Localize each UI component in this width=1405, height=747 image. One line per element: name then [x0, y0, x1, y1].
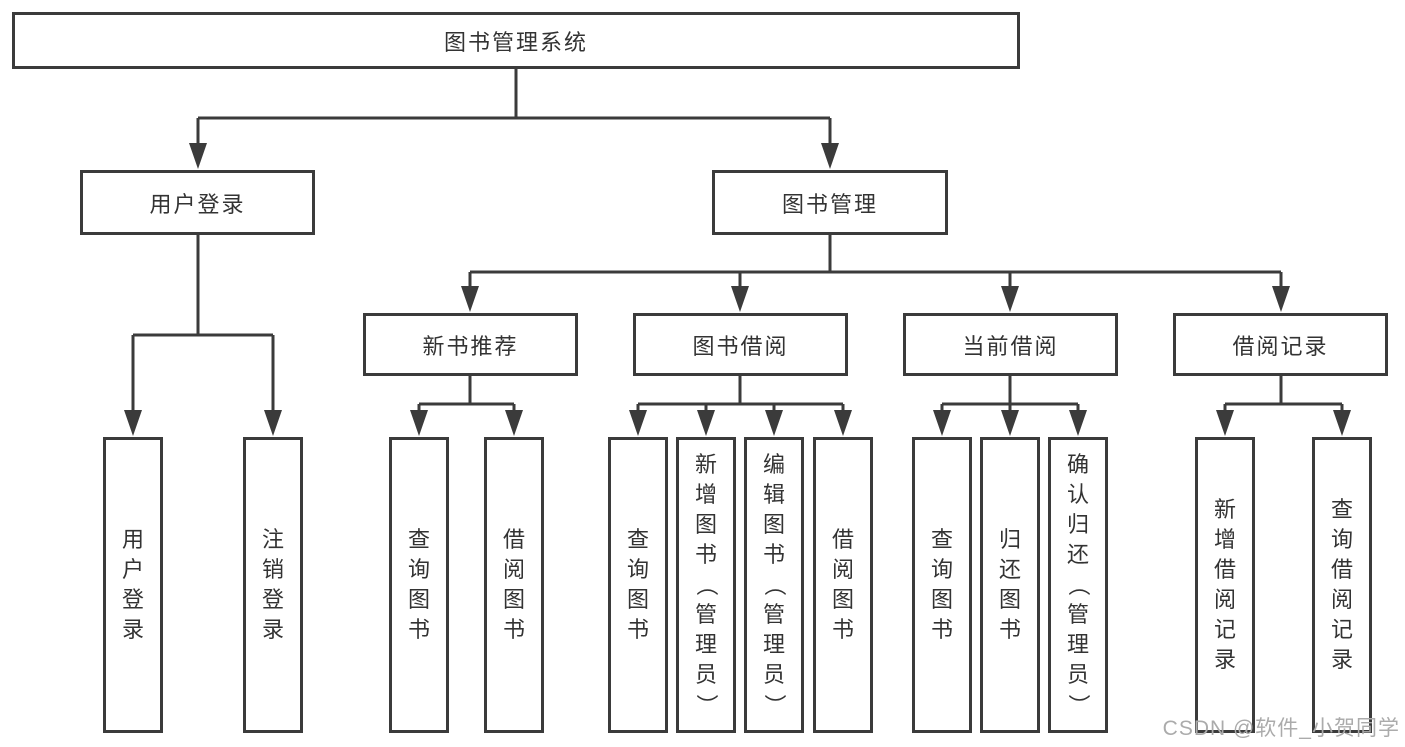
leaf-query-borrow-record-label: 查询借阅记录 [1330, 497, 1353, 672]
node-new-book-recommend-label: 新书推荐 [422, 333, 519, 359]
leaf-logout: 注销登录 [243, 437, 303, 733]
leaf-add-book-admin: 新增图书（管理员） [676, 437, 736, 733]
leaf-query-books-borrowing: 查询图书 [608, 437, 668, 733]
node-user-login-branch: 用户登录 [80, 170, 315, 235]
watermark-text: CSDN @软件_小贺同学 [1162, 717, 1400, 740]
leaf-confirm-return-admin: 确认归还（管理员） [1048, 437, 1108, 733]
node-new-book-recommend: 新书推荐 [363, 313, 578, 376]
node-book-management: 图书管理 [712, 170, 948, 235]
leaf-return-book: 归还图书 [980, 437, 1040, 733]
node-root: 图书管理系统 [12, 12, 1020, 69]
connector-path [131, 69, 1344, 413]
leaf-return-book-label: 归还图书 [998, 527, 1021, 642]
leaf-query-books-recommend: 查询图书 [389, 437, 449, 733]
leaf-query-books-recommend-label: 查询图书 [407, 527, 430, 642]
leaf-borrow-books-borrowing: 借阅图书 [813, 437, 873, 733]
leaf-borrow-books-recommend: 借阅图书 [484, 437, 544, 733]
arrowheads [124, 143, 1351, 436]
node-borrow-records: 借阅记录 [1173, 313, 1388, 376]
node-book-borrowing-label: 图书借阅 [692, 333, 789, 359]
node-book-management-label: 图书管理 [781, 191, 878, 217]
leaf-borrow-books-recommend-label: 借阅图书 [502, 527, 525, 642]
node-borrow-records-label: 借阅记录 [1232, 333, 1329, 359]
leaf-add-borrow-record-label: 新增借阅记录 [1213, 497, 1236, 672]
leaf-edit-book-admin: 编辑图书（管理员） [744, 437, 804, 733]
node-book-borrowing: 图书借阅 [633, 313, 848, 376]
node-root-label: 图书管理系统 [443, 29, 588, 55]
leaf-edit-book-admin-label: 编辑图书（管理员） [762, 452, 787, 717]
node-current-borrowing: 当前借阅 [903, 313, 1118, 376]
leaf-query-books-borrowing-label: 查询图书 [626, 527, 649, 642]
leaf-user-login: 用户登录 [103, 437, 163, 733]
leaf-logout-label: 注销登录 [261, 527, 284, 642]
leaf-query-books-current-label: 查询图书 [930, 527, 953, 642]
node-current-borrowing-label: 当前借阅 [962, 333, 1059, 359]
leaf-add-borrow-record: 新增借阅记录 [1195, 437, 1255, 733]
leaf-user-login-label: 用户登录 [121, 527, 144, 642]
leaf-add-book-admin-label: 新增图书（管理员） [694, 452, 719, 717]
leaf-query-borrow-record: 查询借阅记录 [1312, 437, 1372, 733]
leaf-query-books-current: 查询图书 [912, 437, 972, 733]
leaf-confirm-return-admin-label: 确认归还（管理员） [1066, 452, 1091, 717]
leaf-borrow-books-borrowing-label: 借阅图书 [831, 527, 854, 642]
node-user-login-branch-label: 用户登录 [149, 191, 246, 217]
